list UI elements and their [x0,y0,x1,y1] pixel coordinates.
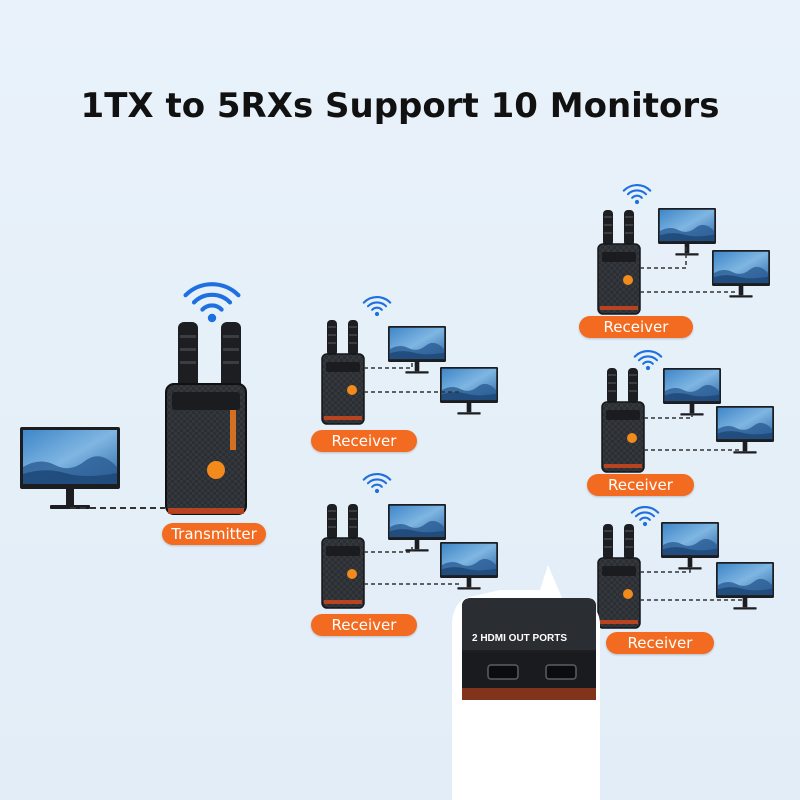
cable [364,544,413,553]
receiver-label: Receiver [311,430,417,452]
wifi-icon [630,506,660,528]
monitor [440,542,498,590]
monitor [716,406,774,454]
hdmi-port-icon [545,664,577,680]
wifi-icon [622,184,652,206]
receiver-device [601,367,645,473]
receiver-label: Receiver [606,632,714,654]
hdmi-ports-callout [452,565,600,800]
receiver-label: Receiver [311,614,417,636]
monitor [388,326,446,374]
hdmi-ports-label: 2 HDMI OUT PORTS [472,633,568,644]
cable [640,246,687,269]
receiver-device [597,523,641,629]
transmitter-device [165,322,247,515]
wifi-icon [633,350,663,372]
receiver-device [321,319,365,425]
monitor [388,504,446,552]
cable [640,566,691,573]
cable [644,410,693,419]
monitor [716,562,774,610]
receiver-label: Receiver [579,316,693,338]
monitor [663,368,721,416]
monitor [661,522,719,570]
wifi-icon [186,284,239,322]
monitor [440,367,498,415]
hdmi-port-icon [487,664,519,680]
diagram-title: 1TX to 5RXs Support 10 Monitors [80,86,720,126]
monitor [712,250,770,298]
receiver-device [597,209,641,315]
cable [364,362,413,369]
wifi-icon [362,296,392,318]
receiver-device [321,503,365,609]
wifi-icon [362,473,392,495]
transmitter-label: Transmitter [162,523,266,545]
receiver-label: Receiver [587,474,694,496]
monitor-transmitter-source [20,427,120,509]
monitor [658,208,716,256]
